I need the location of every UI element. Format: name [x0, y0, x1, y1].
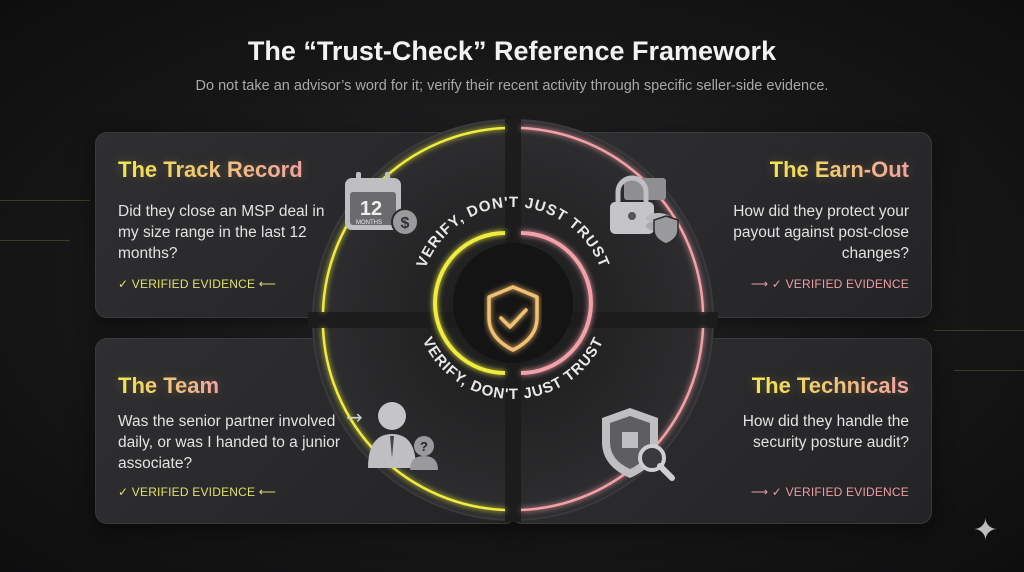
svg-text:MONTHS: MONTHS: [356, 220, 382, 226]
page-subtitle: Do not take an advisor’s word for it; ve…: [195, 78, 829, 94]
card-title: The Technicals: [751, 373, 909, 398]
lock-money-shield-icon: [610, 175, 679, 245]
shield-check-icon: [487, 285, 539, 352]
sparkle-icon: ✦: [972, 514, 998, 547]
circuit-line: [934, 330, 1024, 331]
card-question: Did they close an MSP deal in my size ra…: [118, 203, 325, 262]
verified-evidence-label: ⟶ ✓ VERIFIED EVIDENCE: [750, 485, 909, 499]
svg-text:?: ?: [420, 439, 428, 454]
card-question: How did they handle the security posture…: [742, 413, 909, 451]
card-title: The Earn-Out: [769, 157, 909, 182]
card-question: How did they protect your payout against…: [733, 203, 909, 262]
verified-evidence-label: ⟶ ✓ VERIFIED EVIDENCE: [750, 277, 909, 291]
calendar-dollar-icon: 12 MONTHS $: [345, 172, 419, 236]
verified-evidence-label: ✓ VERIFIED EVIDENCE ⟵: [118, 277, 277, 291]
circuit-line: [0, 240, 70, 241]
card-title: The Track Record: [118, 157, 303, 182]
circuit-line: [0, 200, 90, 201]
page-title: The “Trust-Check” Reference Framework: [247, 36, 777, 66]
circuit-line: [954, 370, 1024, 371]
svg-text:→: →: [346, 405, 363, 429]
verified-evidence-label: ✓ VERIFIED EVIDENCE ⟵: [118, 485, 277, 499]
svg-text:12: 12: [360, 198, 382, 220]
svg-text:$: $: [401, 215, 410, 232]
card-title: The Team: [118, 373, 220, 398]
person-question-icon: → ?: [346, 402, 438, 470]
card-question: Was the senior partner involved daily, o…: [118, 413, 341, 472]
shield-circuit-magnifier-icon: [602, 408, 675, 481]
